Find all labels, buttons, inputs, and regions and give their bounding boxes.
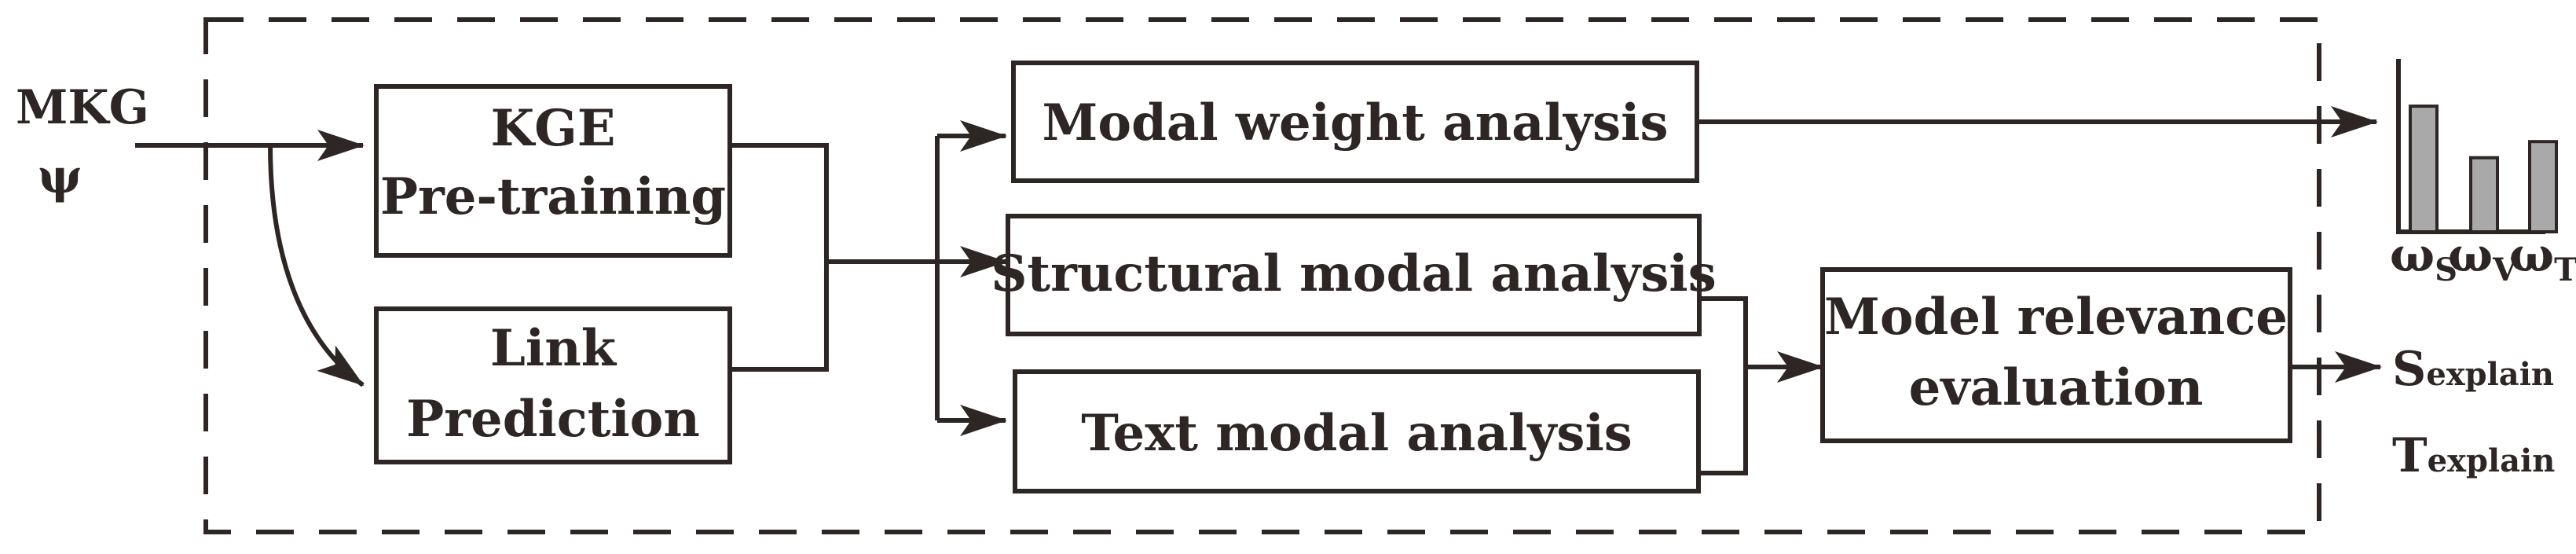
relevance-label-line1: Model relevance: [1824, 288, 2288, 347]
weight-bar-chart: [2396, 59, 2558, 234]
bar-label-omega-s: ωS: [2390, 228, 2457, 288]
input-label-psi: ψ: [38, 149, 82, 204]
relevance-label-line2: evaluation: [1909, 358, 2204, 417]
modal-weight-label: Modal weight analysis: [1042, 94, 1669, 152]
relevance-connector: [1698, 296, 1748, 475]
kge-label-line2: Pre-training: [380, 167, 726, 226]
model-relevance-evaluation-box: [1820, 267, 2292, 443]
bar-label-omega-v: ωV: [2448, 228, 2518, 288]
kge-pretraining-box: [374, 84, 732, 258]
input-label-mkg: MKG: [16, 80, 149, 135]
kge-label-line1: KGE: [490, 99, 615, 158]
text-modal-label: Text modal analysis: [1081, 404, 1632, 463]
arrow-input-to-link: [268, 145, 365, 387]
link-prediction-box: [374, 306, 732, 464]
bar-label-omega-t: ωT: [2509, 228, 2576, 288]
bar-omega-v: [2469, 156, 2499, 233]
link-label-line2: Prediction: [406, 390, 700, 449]
bar-omega-s: [2409, 105, 2439, 233]
t-explain-label: Texplain: [2392, 428, 2555, 483]
structural-label: Structural modal analysis: [991, 244, 1716, 303]
s-explain-label: Sexplain: [2392, 342, 2554, 397]
bar-omega-t: [2528, 140, 2558, 233]
merge-connector: [730, 143, 829, 372]
dashed-boundary: [203, 17, 2321, 534]
structural-modal-analysis-box: [1006, 214, 1702, 336]
modal-weight-analysis-box: [1011, 61, 1699, 183]
link-label-line1: Link: [490, 319, 617, 378]
text-modal-analysis-box: [1013, 369, 1701, 493]
